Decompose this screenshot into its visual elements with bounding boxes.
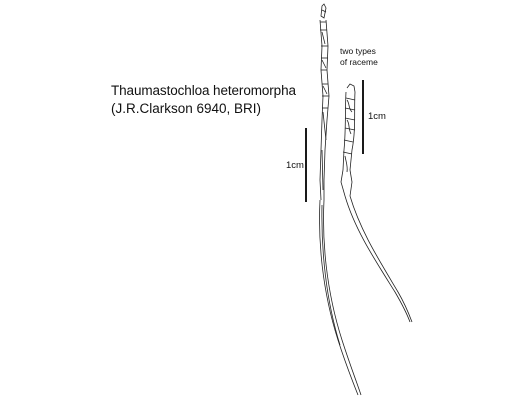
scale-label-right: 1cm xyxy=(368,111,386,122)
raceme-long xyxy=(319,3,362,396)
species-name: Thaumastochloa heteromorpha xyxy=(111,83,296,98)
figure-caption: Thaumastochloa heteromorpha (J.R.Clarkso… xyxy=(111,82,296,118)
note-line-2: of raceme xyxy=(340,57,378,67)
raceme-short xyxy=(340,83,413,323)
raceme-note: two types of raceme xyxy=(340,46,378,68)
note-line-1: two types xyxy=(340,46,376,56)
scale-label-left: 1cm xyxy=(286,160,304,171)
collection-reference: (J.R.Clarkson 6940, BRI) xyxy=(111,101,262,116)
